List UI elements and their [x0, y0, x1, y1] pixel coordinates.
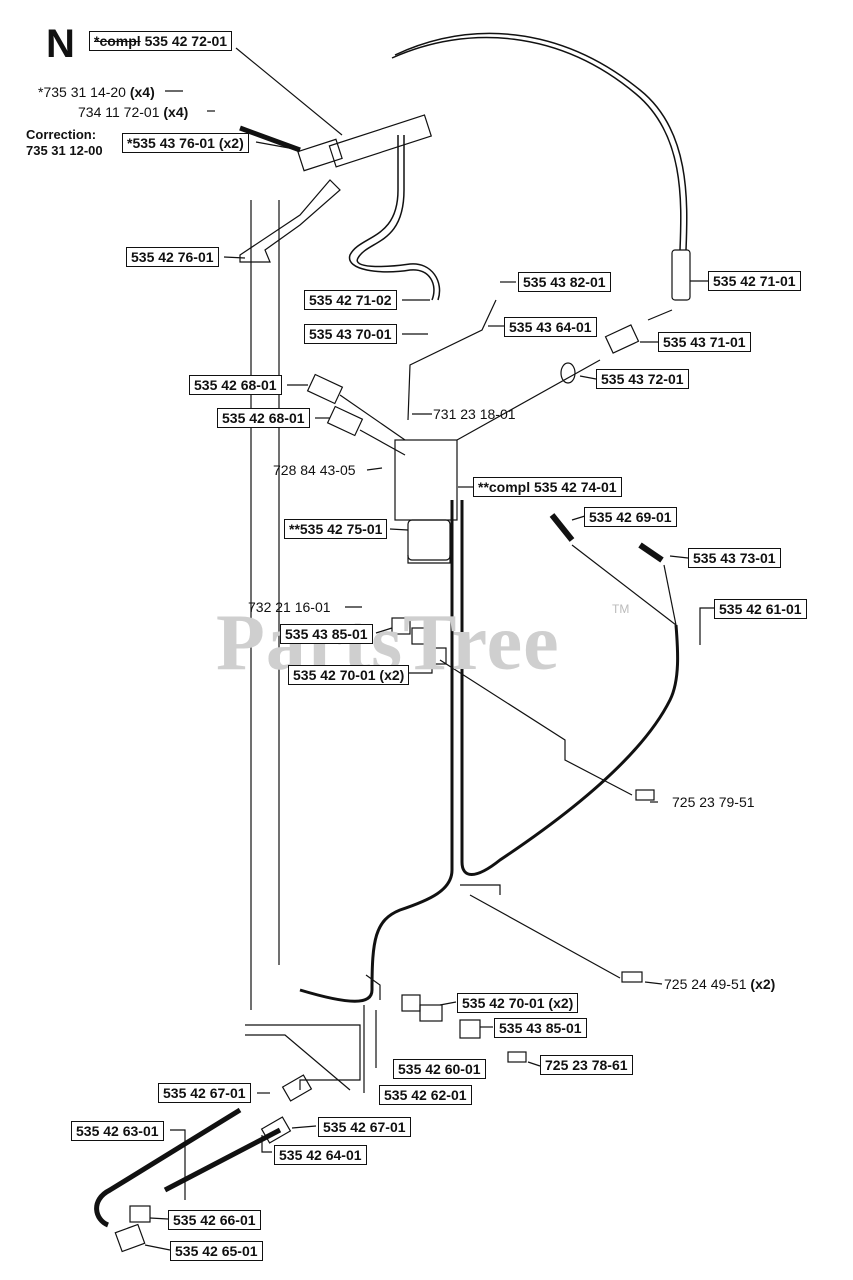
part-label-535-43-70-01[interactable]: 535 43 70-01: [304, 324, 397, 344]
part-label-535-42-71-02[interactable]: 535 42 71-02: [304, 290, 397, 310]
watermark-tm: TM: [612, 602, 630, 616]
part-label-535-42-67-01-a[interactable]: 535 42 67-01: [158, 1083, 251, 1103]
qty: (x2): [750, 976, 776, 992]
compl-prefix: *compl: [94, 33, 141, 49]
section-letter: N: [46, 22, 75, 66]
part-label-535-42-65-01[interactable]: 535 42 65-01: [170, 1241, 263, 1261]
part-label-535-43-85-01-a[interactable]: 535 43 85-01: [280, 624, 373, 644]
part-label-535-43-76-01[interactable]: *535 43 76-01 (x2): [122, 133, 249, 153]
part-label-728-84-43-05[interactable]: 728 84 43-05: [273, 462, 356, 478]
part-label-535-42-61-01[interactable]: 535 42 61-01: [714, 599, 807, 619]
lever-rod: [407, 299, 497, 421]
return-hose: [394, 32, 688, 251]
part-number: 725 24 49-51: [664, 976, 747, 992]
part-label-535-42-75-01[interactable]: **535 42 75-01: [284, 519, 388, 539]
part-label-725-23-79-51[interactable]: 725 23 79-51: [672, 794, 755, 810]
part-label-535-42-68-01-a[interactable]: 535 42 68-01: [189, 375, 282, 395]
part-label-735-31-14-20[interactable]: *735 31 14-20 (x4): [38, 84, 155, 100]
part-label-535-42-70-01-b[interactable]: 535 42 70-01 (x2): [457, 993, 579, 1013]
part-label-535-42-76-01[interactable]: 535 42 76-01: [126, 247, 219, 267]
part-label-535-42-74-01[interactable]: **compl 535 42 74-01: [473, 477, 622, 497]
pressure-hose: [348, 135, 435, 301]
part-label-535-42-71-01[interactable]: 535 42 71-01: [708, 271, 801, 291]
lower-hose-b: [163, 1127, 282, 1193]
part-label-535-43-85-01-b[interactable]: 535 43 85-01: [494, 1018, 587, 1038]
part-number: 535 42 72-01: [144, 33, 228, 49]
part-label-535-42-64-01[interactable]: 535 42 64-01: [274, 1145, 367, 1165]
part-label-535-42-68-01-b[interactable]: 535 42 68-01: [217, 408, 310, 428]
part-label-535-42-69-01[interactable]: 535 42 69-01: [584, 507, 677, 527]
part-label-535-43-71-01[interactable]: 535 43 71-01: [658, 332, 751, 352]
mount-bracket: [239, 179, 341, 263]
part-label-725-23-78-61[interactable]: 725 23 78-61: [540, 1055, 633, 1075]
qty: (x4): [129, 84, 155, 100]
main-line: [299, 500, 454, 1003]
qty: (x4): [163, 104, 189, 120]
part-label-535-43-82-01[interactable]: 535 43 82-01: [518, 272, 611, 292]
part-label-734-11-72-01[interactable]: 734 11 72-01 (x4): [78, 104, 188, 120]
lower-hose-a: [94, 1107, 242, 1228]
part-number: *735 31 14-20: [38, 84, 126, 100]
part-label-535-42-70-01-a[interactable]: 535 42 70-01 (x2): [288, 665, 410, 685]
cylinder: [328, 114, 433, 168]
part-label-535-43-73-01[interactable]: 535 43 73-01: [688, 548, 781, 568]
correction-note: Correction: 735 31 12-00: [26, 127, 103, 159]
part-label-732-21-16-01[interactable]: 732 21 16-01: [248, 599, 331, 615]
valve-body: [394, 439, 458, 521]
part-label-725-24-49-51[interactable]: 725 24 49-51 (x2): [664, 976, 775, 992]
part-label-535-42-72-01[interactable]: *compl 535 42 72-01: [89, 31, 233, 51]
correction-number: 735 31 12-00: [26, 143, 103, 158]
correction-title: Correction:: [26, 127, 97, 142]
part-label-535-42-60-01[interactable]: 535 42 60-01: [393, 1059, 486, 1079]
part-label-535-43-72-01[interactable]: 535 43 72-01: [596, 369, 689, 389]
part-label-535-42-62-01[interactable]: 535 42 62-01: [379, 1085, 472, 1105]
part-label-535-42-66-01[interactable]: 535 42 66-01: [168, 1210, 261, 1230]
part-label-731-23-18-01[interactable]: 731 23 18-01: [433, 406, 516, 422]
part-label-535-42-63-01[interactable]: 535 42 63-01: [71, 1121, 164, 1141]
part-label-535-42-67-01-b[interactable]: 535 42 67-01: [318, 1117, 411, 1137]
part-label-535-43-64-01[interactable]: 535 43 64-01: [504, 317, 597, 337]
part-number: 734 11 72-01: [78, 104, 160, 120]
